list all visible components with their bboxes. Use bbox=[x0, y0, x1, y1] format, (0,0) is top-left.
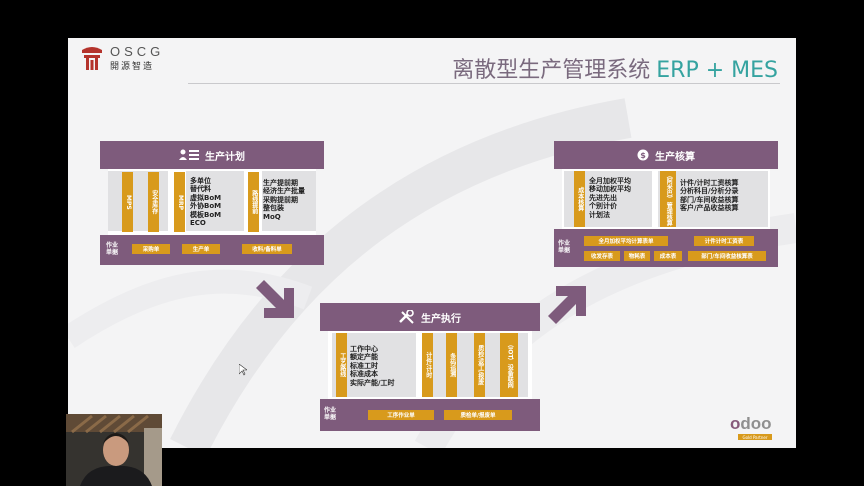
slide-title-accent: ERP + MES bbox=[656, 58, 778, 83]
mps-bar: MPS bbox=[122, 172, 133, 232]
qc-scrap-order-chip: 质检单/报废单 bbox=[444, 410, 512, 420]
dollar-coin-icon: $ bbox=[637, 149, 649, 161]
production-order-chip: 生产单 bbox=[182, 244, 220, 254]
oscg-logo: OSCG 開源智造 bbox=[80, 44, 164, 72]
execution-title: 生产执行 bbox=[421, 313, 461, 325]
slide-title-chinese: 离散型生产管理系统 bbox=[452, 58, 651, 83]
execution-list: 工作中心额定产能标准工时标准成本实际产能/工时 bbox=[350, 345, 395, 387]
execution-doc-label: 作业 单据 bbox=[324, 407, 337, 421]
safety-stock-bar: 安全库存 bbox=[148, 172, 159, 232]
user-list-icon bbox=[179, 149, 199, 160]
planning-doc-label: 作业 单据 bbox=[106, 242, 119, 256]
mrp-bar: MRP bbox=[174, 172, 185, 232]
receipt-issue-chip: 收料/备料单 bbox=[242, 244, 292, 254]
dept-profit-table-chip: 部门/车间收益核算表 bbox=[688, 251, 766, 261]
costing-body: 成本核算 （阿米巴）管理核算 全月加权平均移动加权平均先进先出个别计价计划法 计… bbox=[562, 169, 770, 229]
mouse-cursor-icon bbox=[239, 364, 247, 376]
piece-time-bar: 计件/计时 bbox=[422, 333, 433, 397]
title-divider bbox=[188, 83, 780, 84]
cost-table-chip: 成本表 bbox=[654, 251, 682, 261]
route-lead-bar: 路线提前 bbox=[248, 172, 259, 232]
costing-panel: $ 生产核算 成本核算 （阿米巴）管理核算 全月加权平均移动加权平均先进先出个别… bbox=[554, 141, 778, 267]
costing-title: 生产核算 bbox=[655, 151, 695, 163]
gold-partner-badge: Gold Partner bbox=[738, 434, 772, 440]
stock-movement-chip: 收发存表 bbox=[584, 251, 620, 261]
planning-header: 生产计划 bbox=[100, 141, 324, 169]
costing-footer: 作业 单据 全月加权平均计算表单 计件计时工资表 收发存表 物耗表 成本表 部门… bbox=[554, 229, 778, 267]
tools-icon bbox=[399, 310, 414, 324]
material-consumption-chip: 物耗表 bbox=[624, 251, 650, 261]
execution-body: 工艺路线 计件/计时 条码追溯 质检/返工/报废 （IOT）设备联网 工作中心额… bbox=[328, 331, 532, 399]
costing-analysis-list: 计件/计时工资核算分析科目/分析分录部门/车间收益核算客户/产品收益核算 bbox=[680, 179, 739, 213]
weighted-average-form-chip: 全月加权平均计算表单 bbox=[584, 236, 668, 246]
costing-methods-list: 全月加权平均移动加权平均先进先出个别计价计划法 bbox=[589, 177, 631, 219]
execution-footer: 作业 单据 工序作业单 质检单/报废单 bbox=[320, 399, 540, 431]
costing-doc-label: 作业 单据 bbox=[558, 240, 571, 254]
svg-text:$: $ bbox=[640, 151, 646, 160]
presenter-video-frame bbox=[66, 414, 162, 486]
qc-rework-scrap-bar: 质检/返工/报废 bbox=[474, 333, 485, 397]
logo-english-text: OSCG bbox=[110, 44, 165, 59]
planning-footer: 作业 单据 采购单 生产单 收料/备料单 bbox=[100, 235, 324, 265]
iot-device-bar: （IOT）设备联网 bbox=[500, 333, 518, 397]
odoo-logo: odoo bbox=[730, 414, 772, 433]
arrow-down-right-icon bbox=[256, 280, 294, 318]
oscg-seal-icon bbox=[82, 47, 102, 70]
purchase-order-chip: 采购单 bbox=[132, 244, 170, 254]
routing-bar: 工艺路线 bbox=[336, 333, 347, 397]
amoeba-accounting-bar: （阿米巴）管理核算 bbox=[660, 171, 676, 227]
barcode-trace-bar: 条码追溯 bbox=[446, 333, 457, 397]
webcam-video bbox=[66, 414, 162, 486]
execution-panel: 生产执行 工艺路线 计件/计时 条码追溯 质检/返工/报废 （IOT）设备联网 … bbox=[320, 303, 540, 431]
arrow-up-right-icon bbox=[548, 286, 586, 324]
planning-title: 生产计划 bbox=[205, 151, 245, 163]
costing-header: $ 生产核算 bbox=[554, 141, 778, 169]
wage-table-chip: 计件计时工资表 bbox=[694, 236, 754, 246]
work-order-chip: 工序作业单 bbox=[368, 410, 434, 420]
cost-accounting-bar: 成本核算 bbox=[574, 171, 585, 227]
logo-chinese-text: 開源智造 bbox=[110, 62, 155, 72]
execution-header: 生产执行 bbox=[320, 303, 540, 331]
